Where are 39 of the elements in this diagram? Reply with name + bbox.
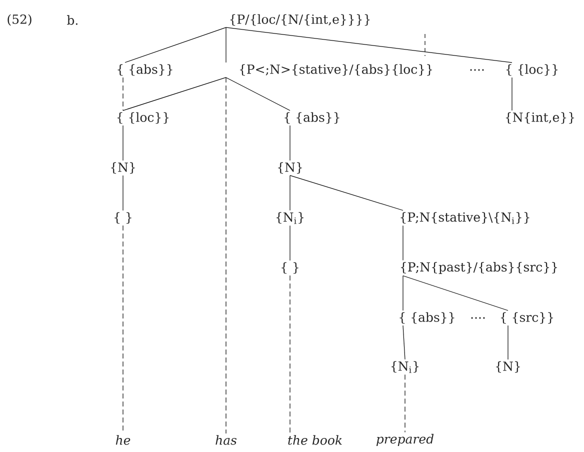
tree-branch bbox=[122, 125, 124, 161]
category-label: { {abs}} bbox=[118, 64, 172, 76]
category-label: {N} bbox=[278, 162, 302, 174]
example-label: b. bbox=[67, 15, 78, 25]
tree-branch bbox=[122, 77, 226, 111]
gloss-word: has bbox=[216, 435, 237, 445]
tree-branch bbox=[226, 27, 512, 63]
category-label: { } bbox=[282, 262, 298, 274]
category-label: { {abs}} bbox=[284, 112, 340, 124]
gloss-word: the book bbox=[288, 435, 342, 445]
category-label: { {loc}} bbox=[506, 64, 558, 76]
category-label: { } bbox=[114, 212, 132, 224]
tree-branch bbox=[122, 175, 124, 211]
category-label: {N} bbox=[111, 162, 135, 174]
dashed-association-line bbox=[404, 374, 406, 433]
category-label: {N$_{i}$} bbox=[276, 212, 304, 224]
category-label: {N$_{i}$} bbox=[392, 361, 418, 373]
tree-branch bbox=[402, 325, 406, 360]
tree-branch bbox=[402, 275, 404, 311]
gloss-word: prepared bbox=[376, 434, 434, 446]
category-label: {N} bbox=[496, 361, 520, 373]
gloss-word: he bbox=[116, 435, 130, 445]
category-label: {P;N{past}/{abs}{src}} bbox=[401, 262, 557, 274]
tree-branch bbox=[402, 275, 508, 311]
category-label: { {src}} bbox=[500, 312, 553, 324]
tree-branch bbox=[290, 175, 404, 211]
category-label: {P/{loc/{N/{int,e}}}} bbox=[230, 14, 370, 26]
category-label: {P;N{stative}\{N$_{i}$}} bbox=[400, 212, 530, 224]
dashed-association-line bbox=[122, 77, 124, 111]
tree-branch bbox=[124, 27, 226, 63]
category-label: { {abs}} bbox=[400, 312, 454, 324]
category-label: { {loc}} bbox=[117, 112, 169, 124]
tree-branch bbox=[402, 225, 404, 261]
example-label: (52) bbox=[8, 14, 32, 26]
category-label: {N{int,e}} bbox=[506, 112, 574, 124]
example-label: .... bbox=[470, 69, 484, 71]
category-label: {P<;N>{stative}/{abs}{loc}} bbox=[240, 64, 432, 76]
tree-branch bbox=[226, 77, 290, 111]
example-label: .... bbox=[471, 317, 485, 319]
